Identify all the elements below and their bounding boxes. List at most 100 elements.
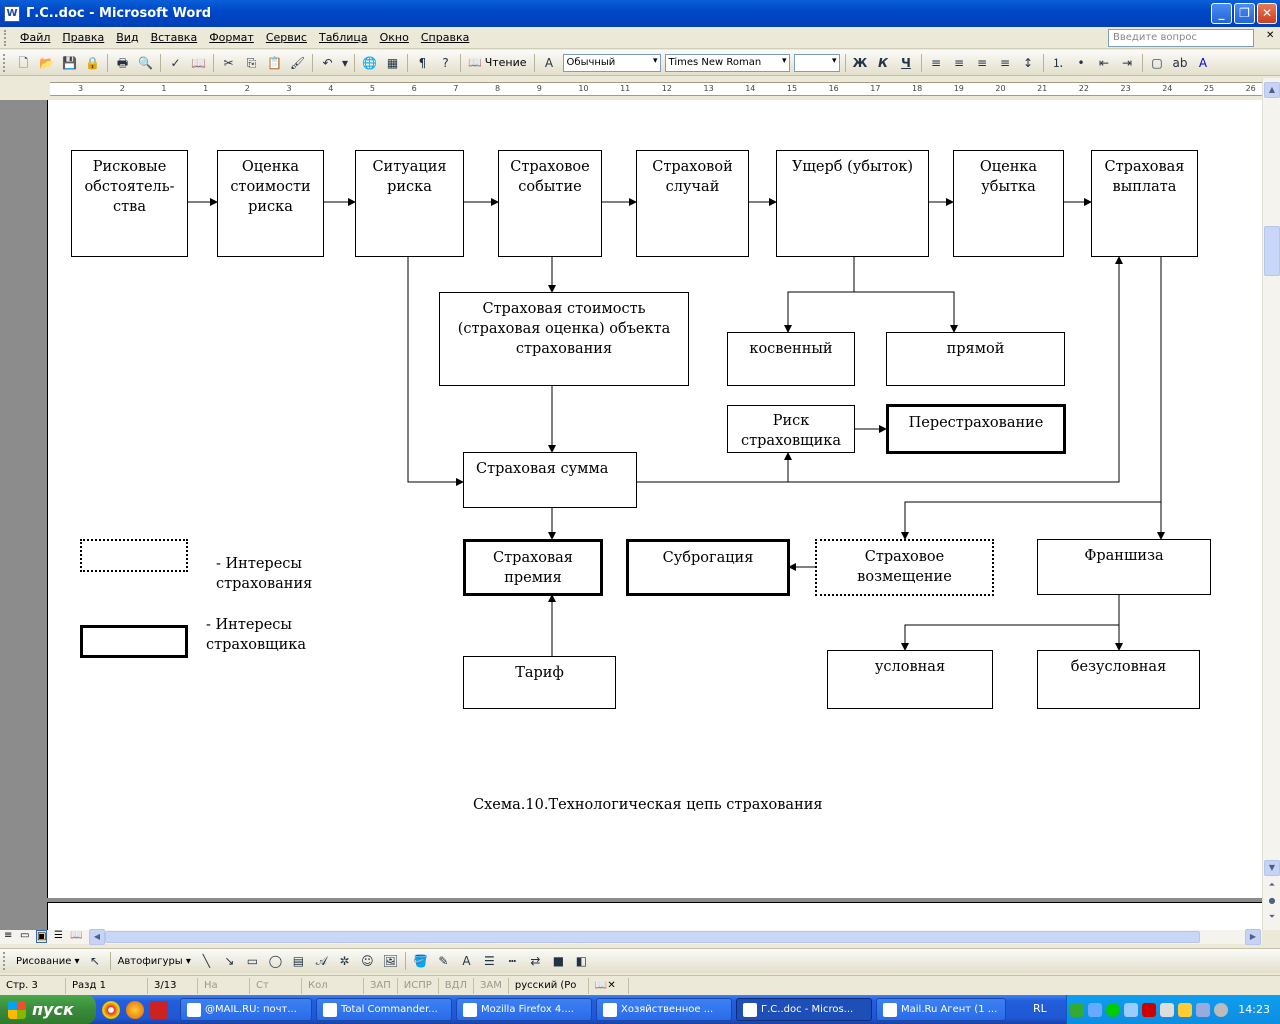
menu-window[interactable]: Окно xyxy=(379,31,409,44)
menu-edit[interactable]: Правка xyxy=(62,31,105,44)
next-page-icon[interactable]: ⏷ xyxy=(1268,912,1276,921)
decrease-indent-icon[interactable]: ⇤ xyxy=(1099,55,1110,70)
safely-remove-icon[interactable] xyxy=(1178,1002,1193,1017)
drawing-toolbar-grip[interactable] xyxy=(3,952,9,970)
status-trk[interactable]: ИСПР xyxy=(398,977,439,994)
line-color-icon[interactable]: ✎ xyxy=(438,954,449,968)
task-mail-ru[interactable]: @MAIL.RU: почт... xyxy=(180,998,312,1021)
textbox-icon[interactable]: ▤ xyxy=(292,954,305,968)
box-unconditional[interactable]: безусловная xyxy=(1037,650,1200,709)
shadow-icon[interactable]: ■ xyxy=(552,954,565,968)
3d-icon[interactable]: ◧ xyxy=(575,954,588,968)
autoshapes-menu[interactable]: Автофигуры ▾ xyxy=(117,955,191,967)
box-indirect[interactable]: косвенный xyxy=(727,332,855,386)
ask-question-input[interactable]: Введите вопрос xyxy=(1108,29,1254,47)
italic-button[interactable]: К xyxy=(878,55,888,70)
scroll-right-icon[interactable]: ▶ xyxy=(1245,929,1261,945)
font-combo[interactable]: Times New Roman xyxy=(664,53,790,72)
wordart-icon[interactable]: 𝒜 xyxy=(315,954,328,968)
clipart-icon[interactable]: ☺ xyxy=(361,954,374,968)
underline-button[interactable]: Ч xyxy=(901,55,911,70)
tray-misc-icon[interactable] xyxy=(1214,1002,1229,1017)
normal-view-icon[interactable]: ≡ xyxy=(4,930,13,941)
toolbar-grip[interactable] xyxy=(3,53,9,72)
box-subrogation[interactable]: Суброгация xyxy=(626,539,790,596)
menu-tools[interactable]: Сервис xyxy=(265,31,307,44)
task-firefox[interactable]: Mozilla Firefox 4.... xyxy=(456,998,592,1021)
scroll-left-icon[interactable]: ◀ xyxy=(89,929,105,945)
language-indicator[interactable]: RL xyxy=(1033,1002,1047,1015)
box-insurance-payout[interactable]: Страховая выплата xyxy=(1091,150,1198,257)
font-color-draw-icon[interactable]: A xyxy=(462,954,471,968)
menu-file[interactable]: Файл xyxy=(20,31,51,44)
tray-app-icon[interactable] xyxy=(1196,1002,1211,1017)
quicklaunch-app-icon[interactable] xyxy=(150,1000,168,1019)
rectangle-icon[interactable]: ▭ xyxy=(246,954,259,968)
style-combo[interactable]: Обычный xyxy=(562,53,661,72)
previous-page-icon[interactable]: ⏶ xyxy=(1268,880,1276,889)
styles-pane-icon[interactable]: A xyxy=(544,55,554,70)
spelling-icon[interactable]: ✓ xyxy=(170,55,181,70)
undo-dropdown-icon[interactable]: ▾ xyxy=(341,55,349,70)
outline-view-icon[interactable]: ☰ xyxy=(54,930,63,941)
menu-view[interactable]: Вид xyxy=(116,31,139,44)
print-preview-icon[interactable]: 🔍 xyxy=(138,55,153,70)
vertical-scrollbar[interactable]: ▲ ▼ ⏶ ● ⏷ xyxy=(1262,78,1280,930)
dash-style-icon[interactable]: ┅ xyxy=(508,954,517,968)
maximize-button[interactable]: ❐ xyxy=(1234,3,1255,24)
antivirus-icon[interactable] xyxy=(1142,1002,1157,1017)
agent-status-icon[interactable] xyxy=(1106,1002,1121,1017)
font-size-combo[interactable] xyxy=(793,53,840,72)
box-franchise[interactable]: Франшиза xyxy=(1037,539,1211,595)
font-color-icon[interactable]: A xyxy=(1198,55,1208,70)
bullets-icon[interactable]: • xyxy=(1077,55,1085,70)
close-button[interactable]: ✕ xyxy=(1257,3,1277,24)
horizontal-scrollbar[interactable]: ≡ ▭ ▣ ☰ 📖 ◀ ▶ xyxy=(0,929,1262,945)
status-language[interactable]: русский (Ро xyxy=(509,977,589,994)
status-ovr[interactable]: ЗАМ xyxy=(474,977,509,994)
menu-insert[interactable]: Вставка xyxy=(150,31,198,44)
web-view-icon[interactable]: ▭ xyxy=(20,930,30,941)
scroll-up-icon[interactable]: ▲ xyxy=(1264,82,1280,98)
vertical-scroll-thumb[interactable] xyxy=(1264,226,1280,276)
box-insured-case[interactable]: Страховой случай xyxy=(636,150,749,257)
box-conditional[interactable]: условная xyxy=(827,650,993,709)
help-icon[interactable]: ? xyxy=(442,55,449,70)
word-doc-icon[interactable]: W xyxy=(4,5,20,22)
copy-icon[interactable]: ⎘ xyxy=(246,55,257,70)
line-spacing-icon[interactable]: ↕ xyxy=(1023,55,1034,70)
scroll-down-icon[interactable]: ▼ xyxy=(1264,860,1280,876)
align-left-icon[interactable]: ≡ xyxy=(931,55,942,70)
drawing-menu[interactable]: Рисование ▾ xyxy=(16,955,80,967)
borders-icon[interactable]: ▢ xyxy=(1151,55,1163,70)
highlight-icon[interactable]: ab xyxy=(1172,55,1188,70)
box-damage[interactable]: Ущерб (убыток) xyxy=(776,150,929,257)
line-style-icon[interactable]: ☰ xyxy=(484,954,495,968)
box-direct[interactable]: прямой xyxy=(886,332,1065,386)
box-tariff[interactable]: Тариф xyxy=(463,656,616,709)
research-icon[interactable]: 📖 xyxy=(191,55,206,70)
box-reinsurance[interactable]: Перестрахование xyxy=(886,404,1066,454)
box-risk-valuation[interactable]: Оценка стоимости риска xyxy=(217,150,324,257)
box-compensation[interactable]: Страховое возмещение xyxy=(815,539,994,596)
align-center-icon[interactable]: ≡ xyxy=(954,55,965,70)
connection-icon[interactable] xyxy=(1124,1002,1139,1017)
task-gs-doc[interactable]: Г.С..doc - Micros... xyxy=(736,998,872,1021)
box-risk-situation[interactable]: Ситуация риска xyxy=(355,150,464,257)
reading-mode-button[interactable]: 📖 Чтение xyxy=(464,56,531,69)
task-mail-agent[interactable]: Mail.Ru Агент (1 ... xyxy=(876,998,1006,1021)
volume-icon[interactable] xyxy=(1160,1002,1175,1017)
menu-format[interactable]: Формат xyxy=(209,31,254,44)
task-total-commander[interactable]: Total Commander... xyxy=(316,998,452,1021)
new-document-icon[interactable]: 🗋 xyxy=(18,55,29,70)
arrow-icon[interactable]: ↘ xyxy=(224,954,235,968)
status-rec[interactable]: ЗАП xyxy=(364,977,398,994)
menu-help[interactable]: Справка xyxy=(420,31,470,44)
picture-icon[interactable]: 🖼 xyxy=(382,954,399,968)
reading-view-icon[interactable]: 📖 xyxy=(70,930,83,941)
cut-icon[interactable]: ✂ xyxy=(223,55,234,70)
network-icon[interactable] xyxy=(1070,1002,1085,1017)
select-objects-icon[interactable]: ↖ xyxy=(90,954,101,968)
